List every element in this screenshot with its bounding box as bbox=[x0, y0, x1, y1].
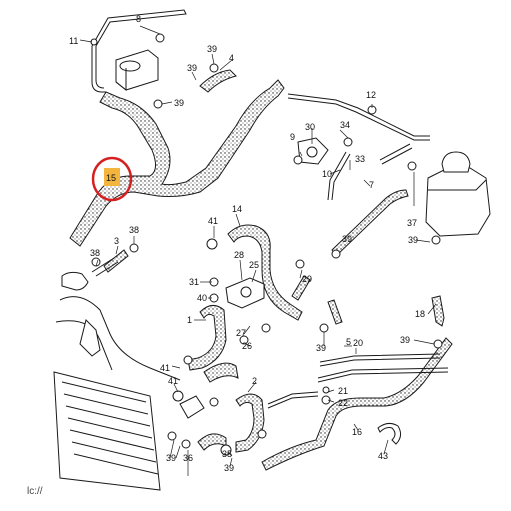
label-40: 40 bbox=[197, 293, 207, 303]
label-41: 41 bbox=[208, 216, 218, 226]
label-4: 4 bbox=[229, 53, 234, 63]
label-39: 39 bbox=[166, 453, 176, 463]
label-12: 12 bbox=[366, 90, 376, 100]
label-39: 39 bbox=[207, 44, 217, 54]
label-30: 30 bbox=[305, 122, 315, 132]
highlight-tag bbox=[104, 168, 120, 186]
label-26: 26 bbox=[242, 341, 252, 351]
pipe-2-metal bbox=[267, 391, 319, 409]
pipe-10 bbox=[327, 151, 351, 201]
pipe-7 bbox=[287, 93, 430, 141]
hose-lower-left[interactable] bbox=[203, 362, 239, 383]
label-39: 39 bbox=[316, 343, 326, 353]
label-11: 11 bbox=[69, 36, 78, 46]
label-28: 28 bbox=[234, 250, 244, 260]
hose-2[interactable] bbox=[235, 393, 265, 453]
label-10: 10 bbox=[322, 169, 332, 179]
label-39: 39 bbox=[224, 463, 234, 473]
label-15[interactable]: 15 bbox=[106, 173, 116, 183]
watermark: lc:// bbox=[27, 486, 43, 497]
label-39: 39 bbox=[400, 335, 410, 345]
hose-29[interactable] bbox=[291, 275, 311, 301]
hose-18[interactable] bbox=[431, 295, 445, 327]
label-41: 41 bbox=[168, 376, 178, 386]
label-39: 39 bbox=[187, 63, 197, 73]
highlight-15[interactable] bbox=[91, 156, 133, 202]
expansion-tank[interactable] bbox=[425, 151, 491, 237]
label-22: 22 bbox=[338, 398, 348, 408]
hose-15[interactable] bbox=[69, 79, 285, 247]
label-35: 35 bbox=[222, 449, 232, 459]
label-14: 14 bbox=[232, 204, 242, 214]
label-41: 41 bbox=[160, 363, 170, 373]
pipe-20 bbox=[319, 353, 441, 367]
pipe-3 bbox=[91, 257, 119, 277]
label-20: 20 bbox=[353, 338, 363, 348]
label-43: 43 bbox=[378, 451, 388, 461]
hose-5-small[interactable] bbox=[327, 299, 343, 325]
small-reservoir[interactable] bbox=[115, 49, 159, 92]
label-18: 18 bbox=[415, 309, 425, 319]
part-labels: 8 11 39 4 39 39 15 12 30 9 34 33 10 7 37… bbox=[69, 14, 425, 473]
pipe-5 bbox=[317, 367, 449, 383]
label-7: 7 bbox=[369, 180, 374, 190]
hose-14[interactable] bbox=[227, 224, 303, 321]
label-9: 9 bbox=[290, 132, 295, 142]
hose-4[interactable] bbox=[199, 69, 237, 93]
label-31: 31 bbox=[189, 277, 199, 287]
leader-lines bbox=[79, 25, 437, 476]
label-39: 39 bbox=[408, 235, 418, 245]
label-21: 21 bbox=[338, 386, 348, 396]
hoses bbox=[69, 69, 453, 471]
label-39: 39 bbox=[174, 98, 184, 108]
thermostat-housing[interactable] bbox=[225, 137, 329, 309]
clamps bbox=[90, 33, 443, 456]
hose-reservoir[interactable] bbox=[331, 189, 409, 257]
label-27: 27 bbox=[236, 328, 246, 338]
highlight-circle bbox=[91, 156, 133, 202]
label-5: 5 bbox=[346, 337, 351, 347]
pipes bbox=[91, 9, 449, 409]
pipe-8 bbox=[91, 46, 106, 93]
hose-16[interactable] bbox=[261, 337, 453, 471]
hose-1[interactable] bbox=[187, 305, 227, 371]
label-16: 16 bbox=[352, 427, 362, 437]
label-1: 1 bbox=[187, 315, 192, 325]
label-38: 38 bbox=[129, 225, 139, 235]
label-3: 3 bbox=[114, 236, 119, 246]
label-36: 36 bbox=[183, 453, 193, 463]
label-37: 37 bbox=[407, 218, 417, 228]
radiator bbox=[53, 271, 181, 491]
label-33: 33 bbox=[355, 154, 365, 164]
label-38: 38 bbox=[90, 248, 100, 258]
label-8: 8 bbox=[136, 14, 141, 24]
label-25: 25 bbox=[249, 260, 259, 270]
label-29: 29 bbox=[302, 274, 312, 284]
label-34: 34 bbox=[340, 120, 350, 130]
label-39: 39 bbox=[342, 234, 352, 244]
label-2: 2 bbox=[252, 376, 257, 386]
